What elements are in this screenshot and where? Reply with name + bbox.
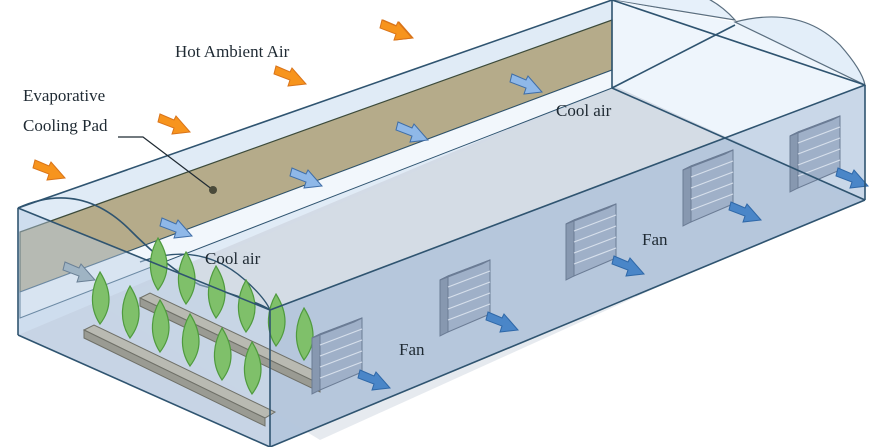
exhaust-arrow xyxy=(357,369,392,391)
pad-label-line2: Cooling Pad xyxy=(23,116,108,135)
right-end-arch xyxy=(733,16,866,87)
hot-air-arrow xyxy=(379,19,414,41)
cool-air-arrow xyxy=(159,217,194,239)
plant-icon xyxy=(243,340,262,396)
exhaust-arrow xyxy=(611,255,646,277)
plant-icon xyxy=(207,264,226,320)
hot-air-label: Hot Ambient Air xyxy=(175,42,290,61)
fan-label-left: Fan xyxy=(399,340,425,359)
cool-air-arrow xyxy=(395,121,430,143)
exhaust-fan xyxy=(439,259,520,337)
edges xyxy=(17,0,866,447)
plant-icon xyxy=(177,250,196,306)
bench-front xyxy=(82,324,277,427)
exhaust-arrow xyxy=(728,201,763,223)
fan-label-right: Fan xyxy=(642,230,668,249)
left-end-arch-2 xyxy=(139,253,271,311)
pad-label-line1: Evaporative xyxy=(23,86,105,105)
pad-leader-line xyxy=(118,136,214,191)
exhaust-arrow xyxy=(835,167,870,189)
back-end-arch xyxy=(609,0,737,21)
exhaust-fan xyxy=(565,203,646,281)
exhaust-arrow xyxy=(485,311,520,333)
cool-air-label-top: Cool air xyxy=(556,101,612,120)
cool-air-arrow xyxy=(62,261,97,283)
hot-air-arrows xyxy=(32,19,415,181)
plant-icon xyxy=(151,298,170,354)
cool-air-arrow xyxy=(289,167,324,189)
cool-air-arrow xyxy=(509,73,544,95)
plant-icon xyxy=(181,312,200,368)
exhaust-fan xyxy=(682,149,763,227)
cool-air-arrows xyxy=(62,73,544,283)
plant-icon xyxy=(237,278,256,334)
cool-air-label-left: Cool air xyxy=(205,249,261,268)
hot-air-arrow xyxy=(157,113,192,135)
pad-leader-dot xyxy=(209,186,217,194)
plant-icon xyxy=(149,236,168,292)
hot-air-arrow xyxy=(273,65,308,87)
plant-icon xyxy=(91,270,110,326)
plants xyxy=(91,236,314,396)
plant-icon xyxy=(121,284,140,340)
exhaust-fan xyxy=(311,317,392,395)
hot-air-arrow xyxy=(32,159,67,181)
plant-icon xyxy=(213,326,232,382)
